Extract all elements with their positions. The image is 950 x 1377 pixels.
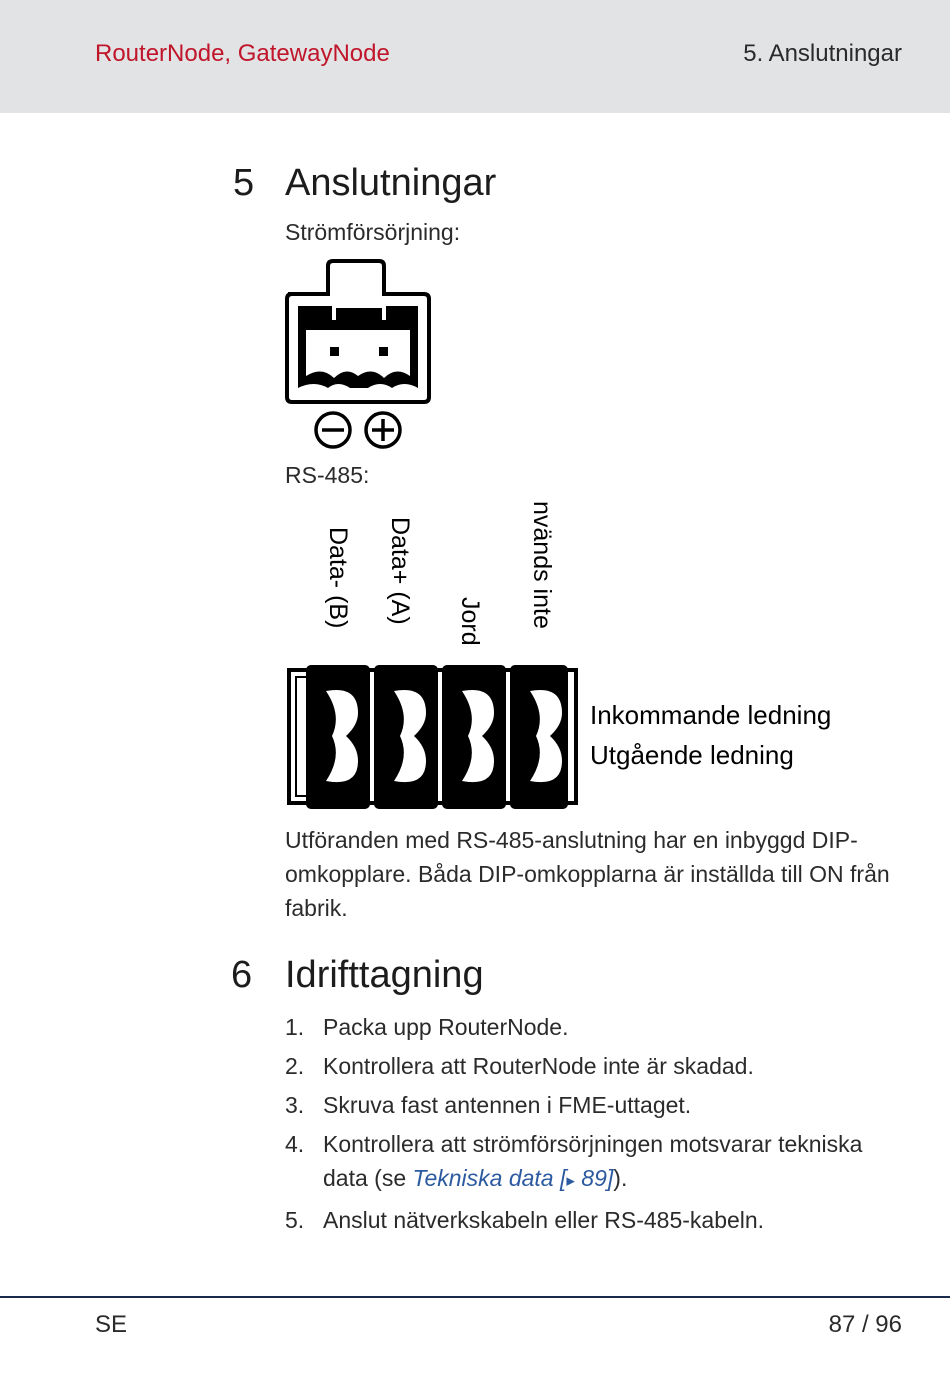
section-number: 5 (233, 162, 255, 204)
list-item: 1.Packa upp RouterNode. (285, 1014, 569, 1040)
rs485-label: RS-485: (285, 462, 370, 488)
header-product: RouterNode, GatewayNode (95, 40, 390, 67)
terminal-label-unused: nvänds inte (528, 501, 556, 629)
commissioning-steps: 1.Packa upp RouterNode. 2.Kontrollera at… (285, 1010, 905, 1242)
section-number: 6 (231, 954, 253, 996)
terminal-block-4 (510, 665, 568, 809)
power-connector-diagram (285, 259, 431, 449)
header-section: 5. Anslutningar (743, 40, 902, 67)
section-title: Anslutningar (285, 162, 497, 204)
list-item: 2.Kontrollera att RouterNode inte är ska… (285, 1053, 754, 1079)
list-item: 3.Skruva fast antennen i FME-uttaget. (285, 1092, 692, 1118)
terminal-label-ground: Jord (456, 597, 484, 646)
terminal-label-data-minus: Data- (B) (324, 527, 352, 628)
rs485-terminal-diagram: Data- (B) Data+ (A) Jord nvänds inte Ink… (287, 501, 831, 809)
list-item: 4.Kontrollera att strömförsörjningen mot… (285, 1131, 863, 1191)
terminal-block-1 (306, 665, 370, 809)
dip-switch-note: Utföranden med RS-485-anslutning har en … (285, 827, 890, 921)
minus-icon (314, 411, 352, 449)
footer-page-number: 87 / 96 (828, 1311, 902, 1338)
terminal-block-2 (374, 665, 438, 809)
terminal-block-3 (442, 665, 506, 809)
incoming-line-label: Inkommande ledning (590, 700, 831, 730)
section-title: Idrifttagning (285, 954, 484, 996)
power-label: Strömförsörjning: (285, 219, 461, 245)
list-item: 5.Anslut nätverkskabeln eller RS-485-kab… (285, 1207, 765, 1233)
footer-language: SE (95, 1311, 128, 1338)
terminal-label-data-plus: Data+ (A) (386, 517, 414, 625)
arrow-right-icon: ▸ (566, 1171, 575, 1190)
page-header: RouterNode, GatewayNode 5. Anslutningar (0, 0, 950, 113)
technical-data-link[interactable]: Tekniska data [▸ 89] (412, 1165, 614, 1191)
outgoing-line-label: Utgående ledning (590, 740, 794, 770)
footer-divider (0, 1296, 950, 1298)
plus-icon (364, 411, 402, 449)
